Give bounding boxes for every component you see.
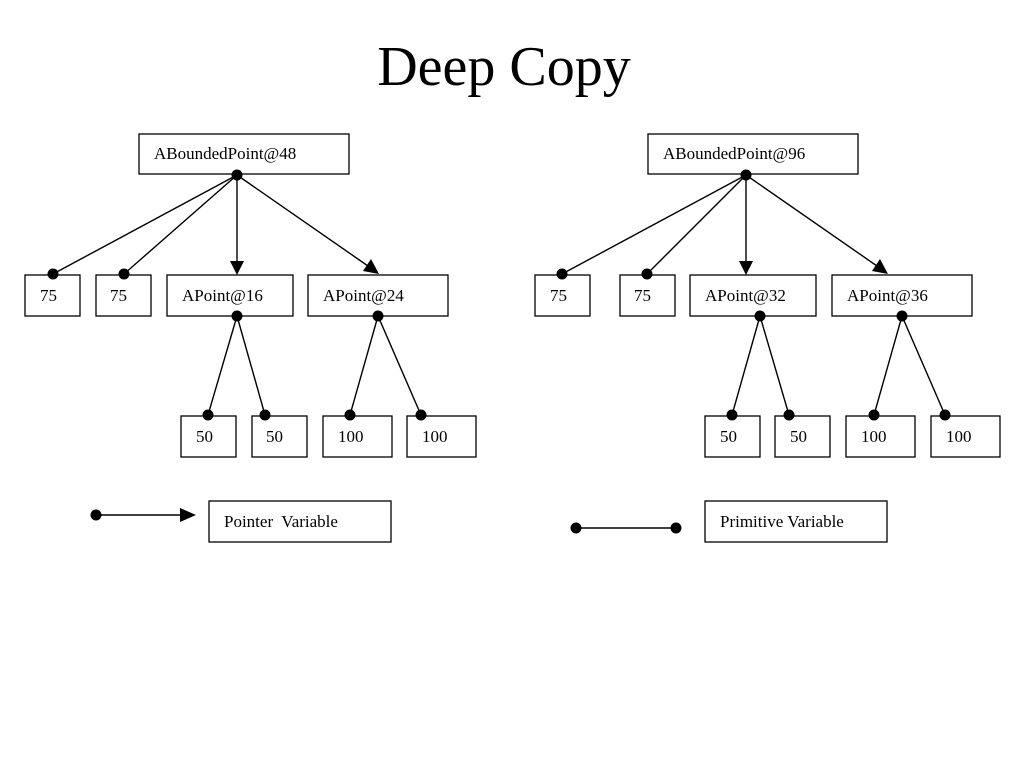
- left-lower-right-x-box: [322, 415, 393, 458]
- right-lower-right-y-label: 100: [946, 427, 972, 446]
- left-upper-left-x-label: 50: [196, 427, 213, 446]
- left-x-value-dot: [47, 268, 59, 280]
- right-upper-left-x-box: [704, 415, 761, 458]
- left-x-value-label: 75: [40, 286, 57, 305]
- left-y-value-dot: [118, 268, 130, 280]
- left-lower-right-dot: [372, 310, 384, 322]
- right-lower-right-arrowhead: [872, 259, 888, 274]
- left-upper-left-y-box: [251, 415, 308, 458]
- right-lower-right-y-dot: [939, 409, 951, 421]
- right-upper-left-y-dot: [783, 409, 795, 421]
- left-lower-right-to-y-edge: [377, 315, 422, 416]
- left-lower-right-box: [307, 274, 449, 317]
- left-root-to-lower-right-pointer: [236, 174, 369, 267]
- left-y-value-label: 75: [110, 286, 127, 305]
- right-lower-right-box: [831, 274, 973, 317]
- right-x-value-label: 75: [550, 286, 567, 305]
- right-upper-left-x-label: 50: [720, 427, 737, 446]
- legend-primitive-end-dot: [670, 522, 682, 534]
- right-upper-left-to-x-edge: [731, 315, 761, 416]
- right-lower-right-to-x-edge: [873, 315, 903, 416]
- left-lower-right-x-label: 100: [338, 427, 364, 446]
- right-lower-right-x-label: 100: [861, 427, 887, 446]
- left-lower-right-y-dot: [415, 409, 427, 421]
- left-lower-right-y-box: [406, 415, 477, 458]
- legend-pointer-box: [208, 500, 392, 543]
- left-lower-right-label: APoint@24: [323, 286, 404, 305]
- left-lower-right-x-dot: [344, 409, 356, 421]
- left-root-to-x-edge: [52, 174, 238, 275]
- slide-title: Deep Copy: [377, 36, 631, 98]
- right-lower-right-label: APoint@36: [847, 286, 928, 305]
- right-upper-left-dot: [754, 310, 766, 322]
- legend-pointer-label: Pointer Variable: [224, 512, 338, 531]
- right-root-label: ABoundedPoint@96: [663, 144, 805, 163]
- left-root-to-y-edge: [123, 174, 238, 275]
- left-object-tree: ABoundedPoint@48 75 75 APoint@16 APoint@…: [24, 133, 477, 458]
- right-lower-right-y-box: [930, 415, 1001, 458]
- right-root-dot: [740, 169, 752, 181]
- left-root-label: ABoundedPoint@48: [154, 144, 296, 163]
- right-y-value-label: 75: [634, 286, 651, 305]
- left-upper-left-to-x-edge: [207, 315, 238, 416]
- right-upper-left-arrowhead: [739, 261, 753, 275]
- right-lower-right-x-dot: [868, 409, 880, 421]
- legend-primitive-box: [704, 500, 888, 543]
- right-upper-left-label: APoint@32: [705, 286, 786, 305]
- left-upper-left-to-y-edge: [236, 315, 266, 416]
- legend-pointer-arrowhead: [180, 508, 196, 522]
- legend-primitive-variable: Primitive Variable: [570, 500, 888, 543]
- legend-primitive-label: Primitive Variable: [720, 512, 844, 531]
- right-y-value-dot: [641, 268, 653, 280]
- right-upper-left-y-label: 50: [790, 427, 807, 446]
- left-x-value-box: [24, 274, 81, 317]
- left-upper-left-label: APoint@16: [182, 286, 263, 305]
- left-upper-left-x-box: [180, 415, 237, 458]
- right-object-tree: ABoundedPoint@96 75 75 APoint@32 APoint@…: [534, 133, 1001, 458]
- left-lower-right-y-label: 100: [422, 427, 448, 446]
- left-root-dot: [231, 169, 243, 181]
- right-upper-left-x-dot: [726, 409, 738, 421]
- right-root-to-x-edge: [561, 174, 747, 275]
- right-root-to-y-edge: [646, 174, 747, 275]
- right-y-value-box: [619, 274, 676, 317]
- left-upper-left-arrowhead: [230, 261, 244, 275]
- right-upper-left-box: [689, 274, 817, 317]
- left-upper-left-dot: [231, 310, 243, 322]
- legend-pointer-dot: [90, 509, 102, 521]
- right-root-to-lower-right-pointer: [745, 174, 878, 267]
- right-upper-left-to-y-edge: [759, 315, 790, 416]
- legend-pointer-variable: Pointer Variable: [90, 500, 392, 543]
- left-lower-right-to-x-edge: [349, 315, 379, 416]
- right-lower-right-to-y-edge: [901, 315, 946, 416]
- left-upper-left-box: [166, 274, 294, 317]
- left-upper-left-y-dot: [259, 409, 271, 421]
- right-x-value-dot: [556, 268, 568, 280]
- right-lower-right-x-box: [845, 415, 916, 458]
- legend-primitive-start-dot: [570, 522, 582, 534]
- right-upper-left-y-box: [774, 415, 831, 458]
- left-root-box: [138, 133, 350, 175]
- left-upper-left-x-dot: [202, 409, 214, 421]
- left-lower-right-arrowhead: [363, 259, 379, 274]
- left-upper-left-y-label: 50: [266, 427, 283, 446]
- right-root-box: [647, 133, 859, 175]
- right-lower-right-dot: [896, 310, 908, 322]
